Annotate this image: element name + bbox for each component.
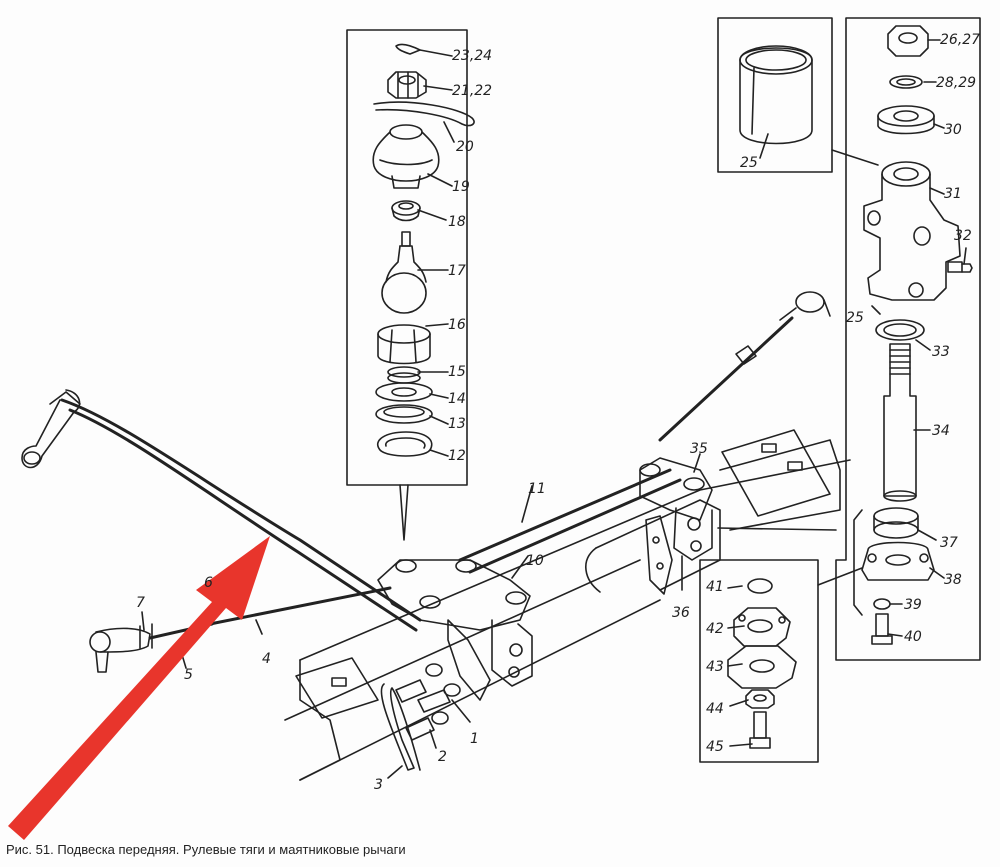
label-42: 42 [706, 621, 724, 637]
right-tie-rod [658, 316, 794, 442]
label-23-24: 23,24 [452, 48, 493, 64]
castle-nut-21-22 [387, 71, 427, 99]
label-41: 41 [706, 579, 724, 595]
right-rod-end [735, 291, 831, 365]
label-28-29: 28,29 [936, 75, 977, 91]
washer-39 [873, 598, 891, 610]
label-45: 45 [706, 739, 724, 755]
bolt-40 [871, 613, 893, 645]
label-39: 39 [904, 597, 922, 613]
circlip-12 [377, 431, 433, 457]
washer-14 [375, 382, 433, 402]
label-26-27: 26,27 [940, 32, 981, 48]
ring-13 [375, 404, 433, 424]
bracket-37 [873, 507, 919, 539]
clip-3 [380, 683, 421, 771]
grease-fitting-32 [947, 261, 973, 273]
label-13: 13 [448, 416, 466, 432]
seal-33 [875, 319, 925, 341]
label-20: 20 [456, 139, 474, 155]
callout-box-bracket [699, 559, 819, 763]
red-arrow [8, 536, 270, 840]
nuts-1 [425, 663, 461, 725]
label-37: 37 [940, 535, 958, 551]
plate-38 [861, 541, 935, 581]
ring-18 [391, 200, 421, 222]
dust-boot-19 [372, 124, 440, 189]
cotter-pin-23-24 [395, 43, 421, 55]
bolts-2 [395, 679, 451, 741]
label-21-22: 21,22 [452, 83, 493, 99]
callout-box-pendulum-arm [835, 17, 981, 661]
bolt-45 [749, 711, 771, 749]
label-25-pendulum: 25 [846, 310, 864, 326]
center-arm-assembly-10 [377, 559, 533, 701]
label-12: 12 [448, 448, 466, 464]
label-15: 15 [448, 364, 466, 380]
label-32: 32 [954, 228, 972, 244]
axle-34 [883, 343, 917, 502]
label-40: 40 [904, 629, 922, 645]
label-18: 18 [448, 214, 466, 230]
label-43: 43 [706, 659, 724, 675]
left-steering-arm [21, 389, 81, 469]
plate-43 [727, 645, 797, 689]
cross-member [284, 429, 851, 781]
label-4: 4 [262, 651, 271, 667]
pendulum-arm-31 [863, 161, 961, 301]
liner-16 [377, 324, 431, 365]
figure-caption: Рис. 51. Подвеска передняя. Рулевые тяги… [6, 842, 406, 857]
spring-15 [387, 366, 421, 384]
plug-41 [747, 578, 773, 594]
label-2: 2 [438, 749, 447, 765]
label-16: 16 [448, 317, 466, 333]
label-11: 11 [528, 481, 546, 497]
side-rod-4 [148, 586, 392, 640]
label-38: 38 [944, 572, 962, 588]
label-19: 19 [452, 179, 470, 195]
long-tie-rod [60, 398, 422, 632]
spring-clip-20 [373, 101, 475, 127]
label-33: 33 [932, 344, 950, 360]
middle-rod-11 [458, 468, 682, 574]
gasket-42 [733, 607, 791, 647]
label-17: 17 [448, 263, 466, 279]
label-1: 1 [470, 731, 479, 747]
label-5: 5 [184, 667, 193, 683]
label-35: 35 [690, 441, 708, 457]
callout-box-bushing [717, 17, 833, 173]
label-6: 6 [204, 575, 213, 591]
callout-box-ball-joint [346, 29, 468, 486]
label-10: 10 [526, 553, 544, 569]
label-7: 7 [136, 595, 145, 611]
washer-28-29 [889, 75, 923, 89]
label-31: 31 [944, 186, 962, 202]
label-36: 36 [672, 605, 690, 621]
label-25-bushing: 25 [740, 155, 758, 171]
label-14: 14 [448, 391, 466, 407]
right-arm-assembly-35 [639, 457, 713, 595]
nut-26-27 [887, 25, 929, 57]
rod-end-5 [89, 623, 153, 673]
bushing-25 [739, 45, 813, 145]
washer-30 [877, 105, 935, 135]
label-30: 30 [944, 122, 962, 138]
ball-pin-17 [381, 231, 427, 314]
label-44: 44 [706, 701, 724, 717]
nut-44 [745, 689, 775, 709]
label-3: 3 [374, 777, 383, 793]
label-34: 34 [932, 423, 950, 439]
